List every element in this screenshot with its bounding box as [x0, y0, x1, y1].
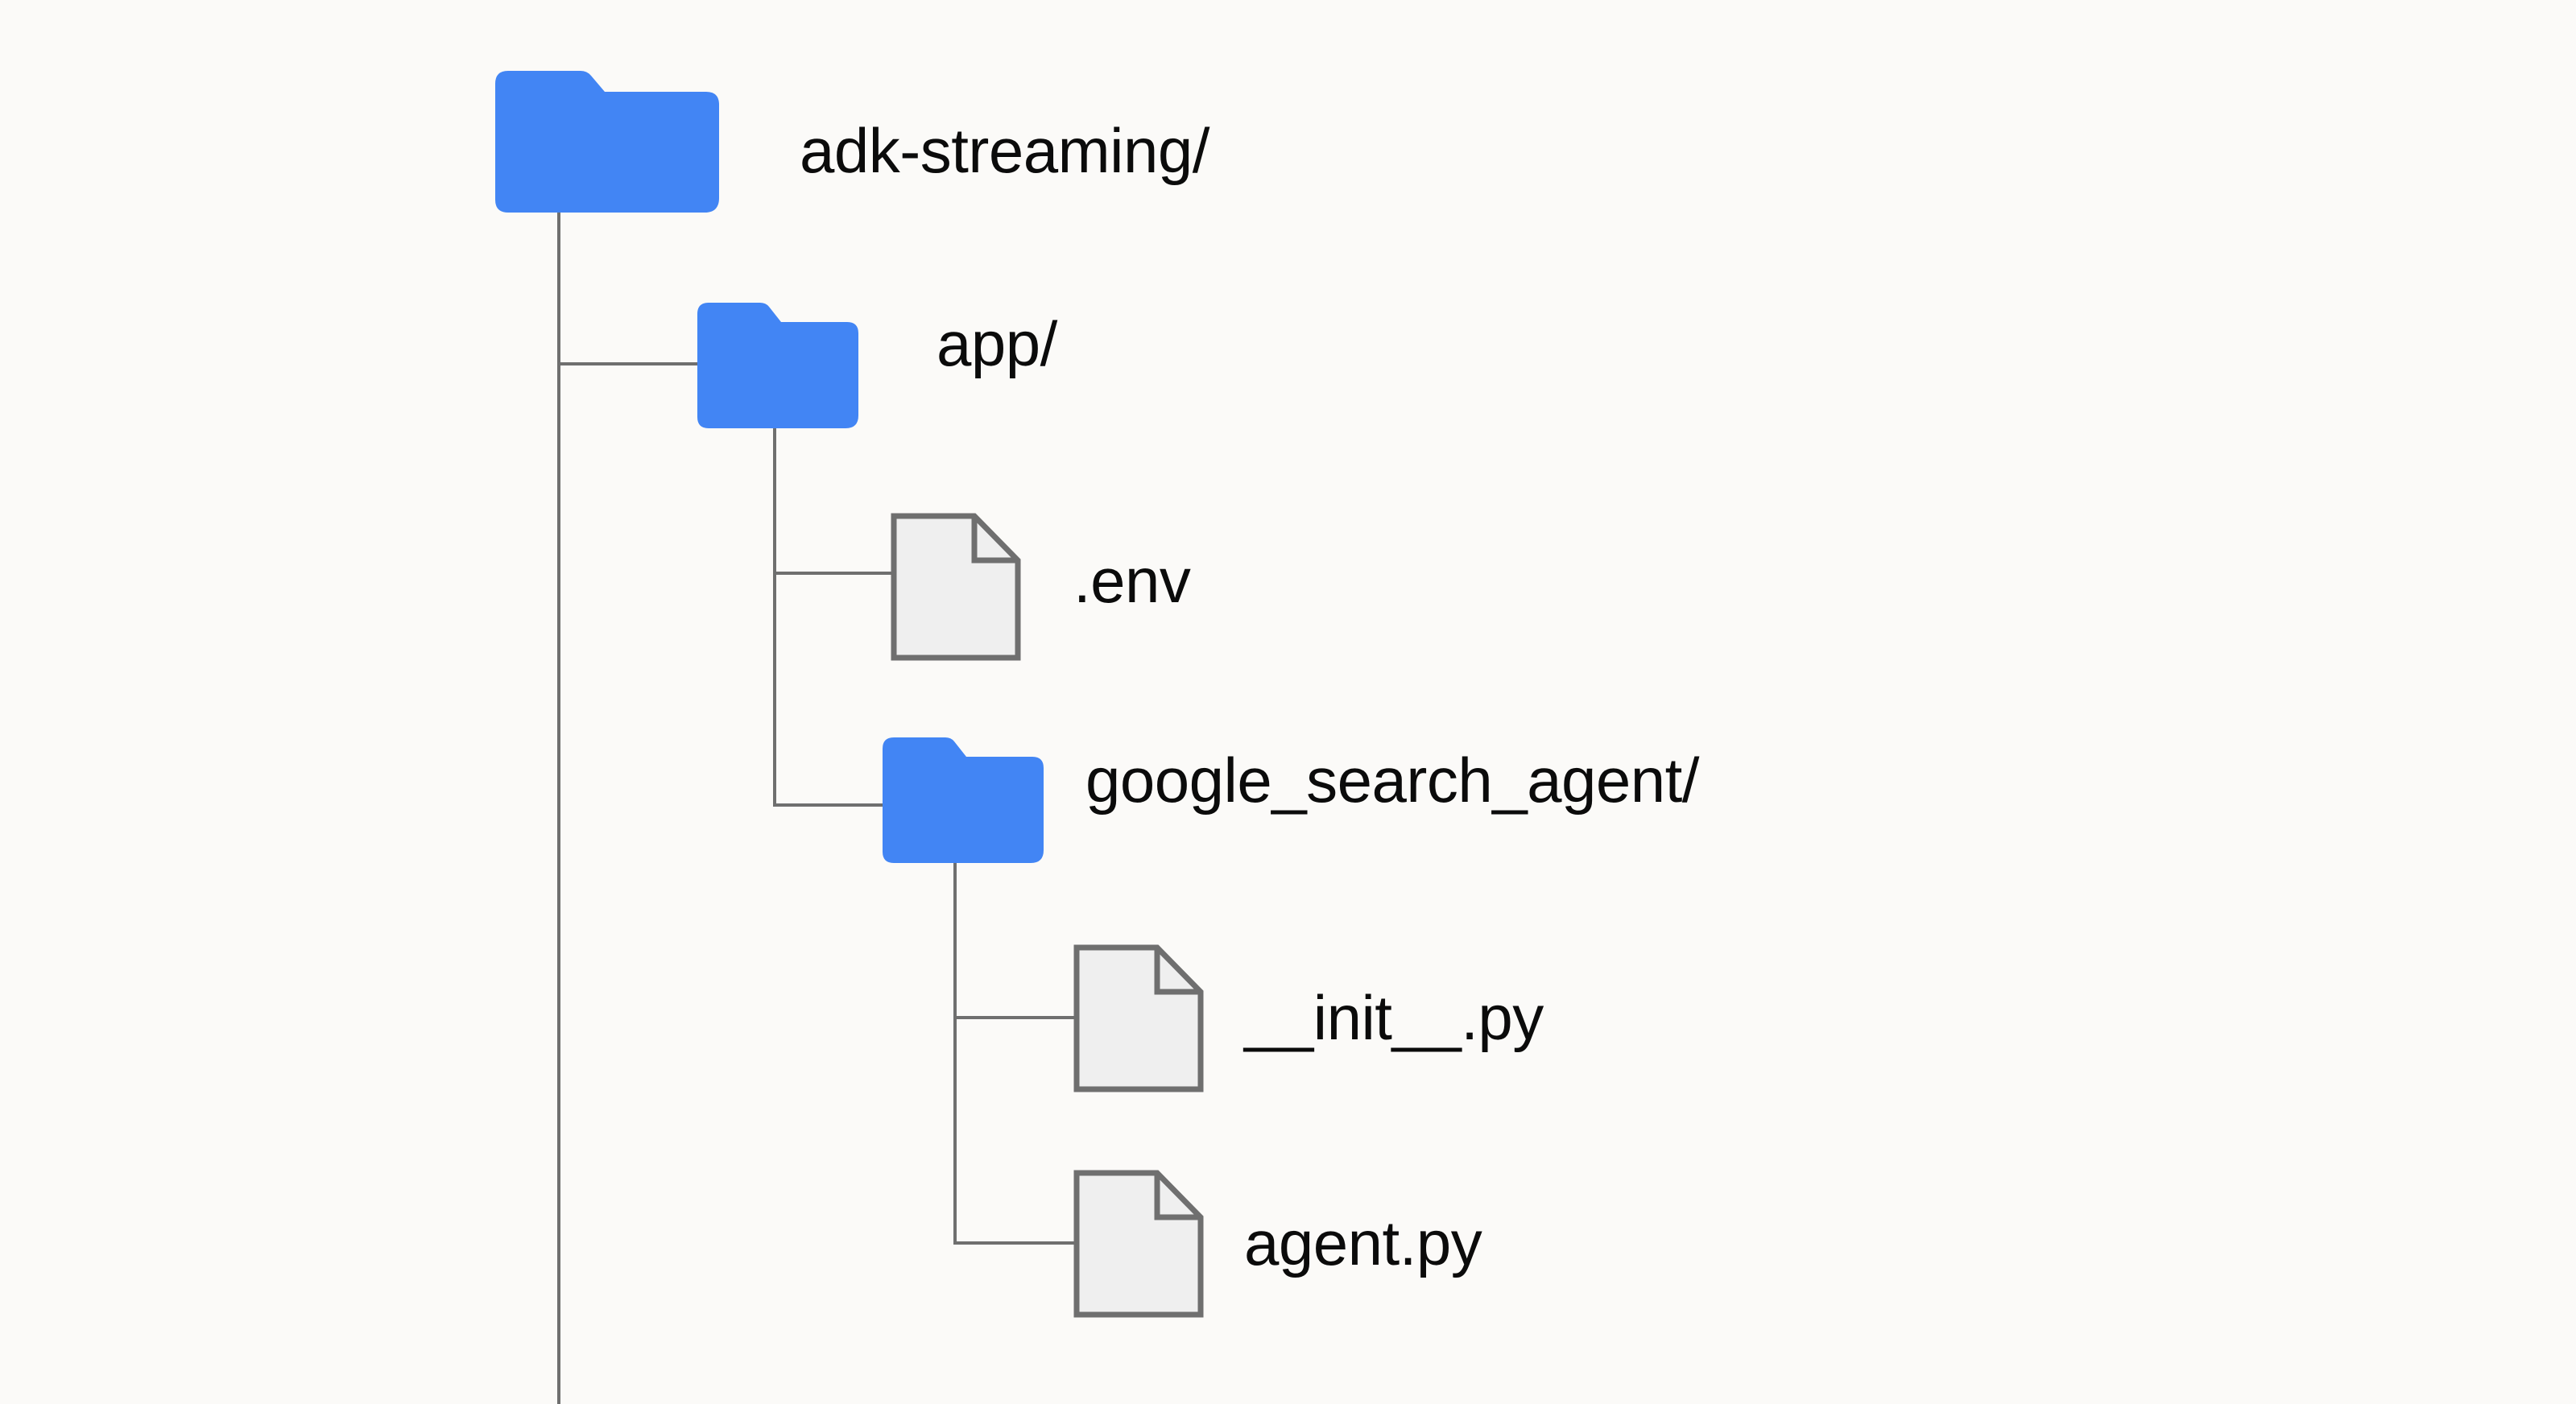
connector-root-trunk — [557, 208, 560, 1404]
connector-app-to-google-search-agent — [773, 803, 886, 807]
node-label-agent-py: agent.py — [1244, 1208, 1482, 1278]
connector-gsa-trunk — [953, 858, 957, 1245]
folder-icon[interactable] — [694, 299, 858, 428]
node-label-root: adk-streaming/ — [800, 115, 1209, 186]
file-icon[interactable] — [1073, 1169, 1205, 1319]
connector-app-to-env — [773, 572, 895, 575]
folder-icon[interactable] — [487, 68, 719, 213]
node-label-app: app/ — [937, 308, 1057, 379]
file-icon[interactable] — [890, 512, 1022, 662]
file-icon[interactable] — [1073, 944, 1205, 1093]
node-label-env: .env — [1073, 545, 1191, 616]
node-label-google-search-agent: google_search_agent/ — [1085, 745, 1699, 816]
connector-root-to-app — [557, 362, 702, 365]
connector-gsa-to-agent — [953, 1241, 1076, 1245]
folder-icon[interactable] — [879, 734, 1044, 863]
connector-gsa-to-init — [953, 1016, 1076, 1019]
node-label-init-py: __init__.py — [1244, 982, 1544, 1053]
connector-app-trunk — [773, 419, 776, 807]
